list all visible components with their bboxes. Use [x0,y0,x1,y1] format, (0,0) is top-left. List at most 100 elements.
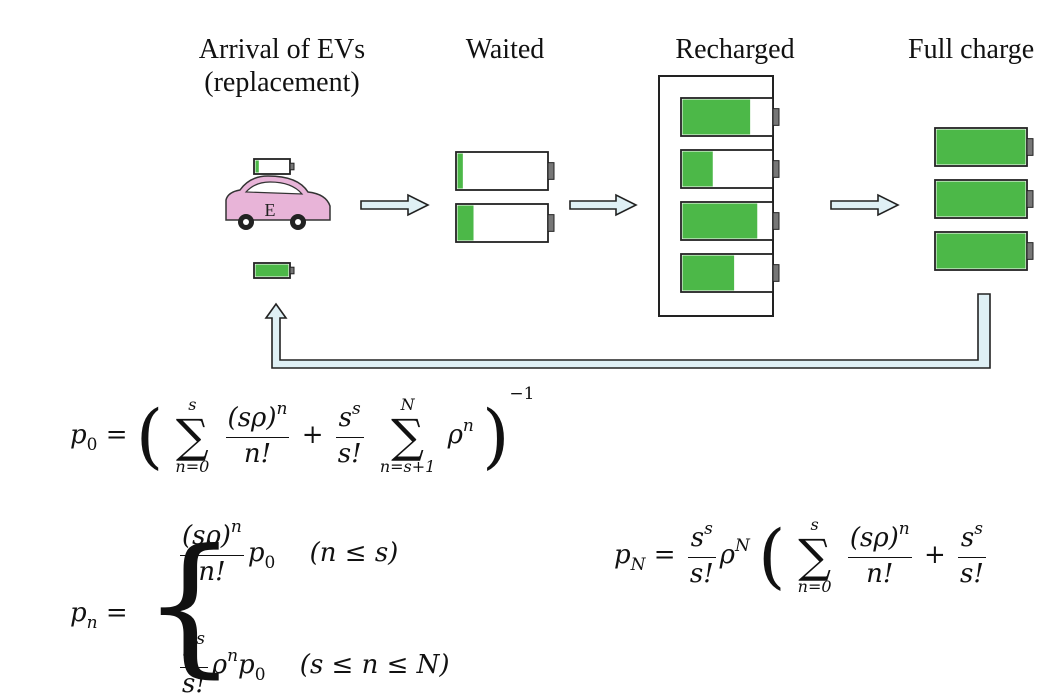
p0-sum-1-lower: n=0 [175,457,210,476]
recharged-battery-1-terminal [772,108,780,126]
pn-case2-p: p [238,650,255,680]
car-window [244,181,304,195]
p0-sum-2-lower: n=s+1 [379,457,436,476]
pn-lhs-wrap: pn = [70,598,128,633]
pN-equals: = [653,540,676,570]
pN-coef2-num: s [960,523,975,553]
waited-battery-1-charge [457,153,463,189]
pN-coef2-frac: ss s! [958,519,986,590]
pN-sum-1: s∑n=0 [798,516,832,596]
pN-sum-1-sigma: ∑ [798,529,832,583]
pN-sum-1-upper: s [810,515,819,534]
pn-case1-p: p [247,538,265,568]
pn-case1-num-exp: n [230,517,242,537]
pN-coef2-den: s! [960,559,984,589]
full-battery-3 [934,231,1034,271]
p0-coef-num-exp: s [351,399,361,419]
pN-coef-num: s [690,523,705,553]
stage-label-waited: Waited [465,34,545,65]
full-battery-2-terminal [1026,190,1034,208]
pN-term-num-exp: n [898,519,910,539]
pn-case2-den: s! [182,669,206,699]
p0-sum-2-sigma: ∑ [391,409,424,463]
full-battery-1-terminal [1026,138,1034,156]
full-battery-3-terminal [1026,242,1034,260]
p0-term-num-exp: n [276,399,288,419]
waited-battery-2-charge [457,205,474,241]
pN-term-den: n! [866,559,894,589]
stage-label-arrival-line1: Arrival of EVs [198,34,366,65]
p0-plus: + [301,420,324,450]
pn-case1-p-sub: 0 [264,553,276,573]
flow-arrow-1 [360,193,430,217]
recharged-battery-3-terminal [772,212,780,230]
full-battery-2-charge [936,181,1026,217]
p0-term-num: (sρ) [227,403,277,433]
stage-label-arrival: Arrival of EVs (replacement) [168,33,396,99]
pN-coef2-num-exp: s [974,519,983,539]
p0-sum-1-sigma: ∑ [175,409,209,463]
car-removed-battery-body [253,158,291,175]
recharged-battery-2-terminal [772,160,780,178]
p0-sum-2-upper: N [400,395,415,414]
car-inserted-battery-terminal [289,266,295,275]
pn-case1-num: (sρ) [182,521,231,551]
pn-case2-num: s [182,633,197,663]
p0-sum-2: N∑n=s+1 [380,396,436,476]
p0-coef-den: s! [337,439,362,469]
pN-rho: ρ [719,540,735,570]
recharged-battery-2-charge [682,151,713,187]
ev-battery-swap-diagram: E [225,75,1034,369]
full-battery-1 [934,127,1034,167]
waited-battery-2-terminal [547,214,555,232]
flow-arrow-3 [830,193,900,217]
p0-left-paren: ( [135,395,164,477]
pN-coef-den: s! [689,559,714,589]
p0-right-paren: ) [482,395,510,477]
pN-coef-frac: ss s! [687,519,716,590]
car-removed-battery-terminal [289,162,295,171]
waited-battery-1 [455,151,555,191]
pN-plus: + [923,540,946,570]
flow-arrow-2 [569,193,638,217]
stage-label-recharged: Recharged [675,34,795,65]
electric-car-icon: E [225,175,331,230]
battery-layer [253,97,1034,293]
p0-rho-exp: n [462,416,474,436]
recharged-battery-3-charge [682,203,758,239]
p0-sum-1: s∑n=0 [175,396,209,476]
pn-case2-frac: ss s! [180,629,208,700]
return-path-arrow [264,293,991,369]
recharged-battery-1 [680,97,780,137]
pN-lhs-sub: N [630,555,646,575]
recharged-battery-1-charge [682,99,751,135]
car-removed-battery-charge [255,160,259,173]
pn-equals: = [105,598,128,628]
waited-battery-2 [455,203,555,243]
pN-lhs: p [614,540,631,570]
pN-term-num: (sρ) [849,523,899,553]
pN-left-paren: ( [758,515,786,597]
pN-coef-num-exp: s [704,519,713,539]
pN-rho-exp: N [734,536,750,556]
pn-case2-num-exp: s [196,629,205,649]
pn-case1-den: n! [198,557,226,587]
stage-label-full-charge: Full charge [908,34,1035,65]
car-label: E [265,200,276,220]
pn-lhs-sub: n [86,613,98,633]
recharged-battery-3 [680,201,780,241]
recharged-battery-4-terminal [772,264,780,282]
car-wheel-rear-hub [295,219,301,225]
p0-inverse-exp: −1 [509,384,535,404]
car-inserted-battery-charge [255,264,289,277]
pn-lhs: p [70,598,87,628]
waited-battery-1-body [455,151,549,191]
